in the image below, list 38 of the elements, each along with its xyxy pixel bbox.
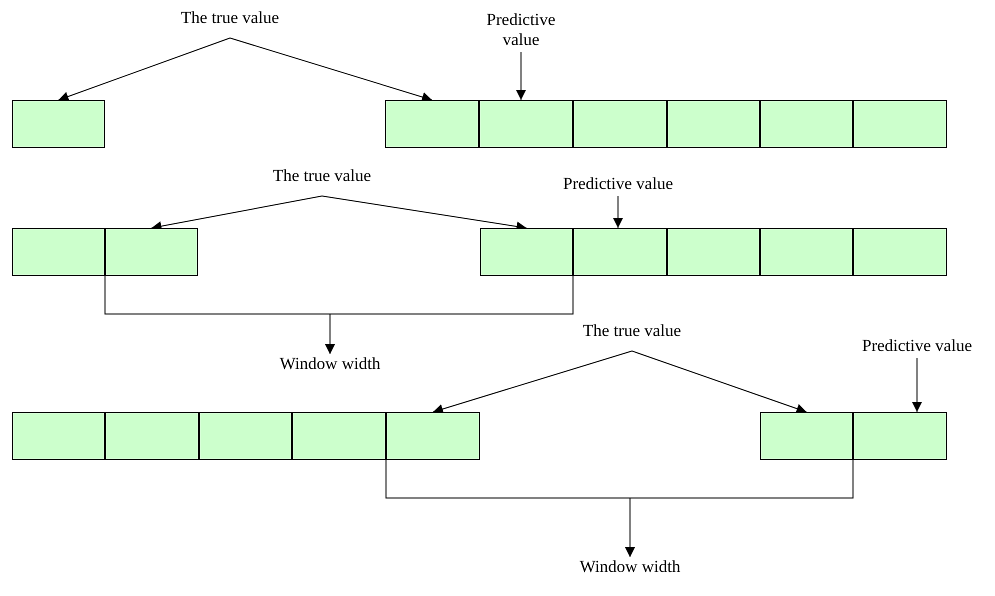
data-cell <box>105 412 199 460</box>
value-label: The true value <box>562 321 702 343</box>
data-cell <box>853 412 947 460</box>
value-label: The true value <box>252 166 392 188</box>
data-cell <box>667 100 760 148</box>
value-label: Predictive value <box>842 336 992 358</box>
arrow <box>432 350 632 414</box>
data-cell <box>573 100 667 148</box>
value-label: The true value <box>160 8 300 30</box>
arrow <box>516 52 526 100</box>
data-cell <box>105 228 198 276</box>
data-cell <box>760 228 853 276</box>
arrow <box>912 358 922 412</box>
value-label: Window width <box>265 354 395 376</box>
data-cell <box>667 228 760 276</box>
data-cell <box>479 100 573 148</box>
value-label: Window width <box>565 557 695 579</box>
data-cell <box>12 412 105 460</box>
data-cell <box>386 412 480 460</box>
data-cell <box>853 228 947 276</box>
data-cell <box>853 100 947 148</box>
data-cell <box>199 412 292 460</box>
arrow <box>325 276 574 354</box>
value-label: Predictive value <box>543 174 693 196</box>
data-cell <box>480 228 573 276</box>
data-cell <box>760 100 853 148</box>
data-cell <box>760 412 853 460</box>
data-cell <box>292 412 386 460</box>
data-cell <box>573 228 667 276</box>
data-cell <box>385 100 479 148</box>
arrow <box>230 38 432 102</box>
arrow <box>613 196 623 228</box>
data-cell <box>12 100 105 148</box>
arrow <box>625 460 854 558</box>
data-cell <box>12 228 105 276</box>
arrow <box>632 350 807 414</box>
value-label: Predictive value <box>478 10 564 52</box>
arrow <box>58 38 230 102</box>
